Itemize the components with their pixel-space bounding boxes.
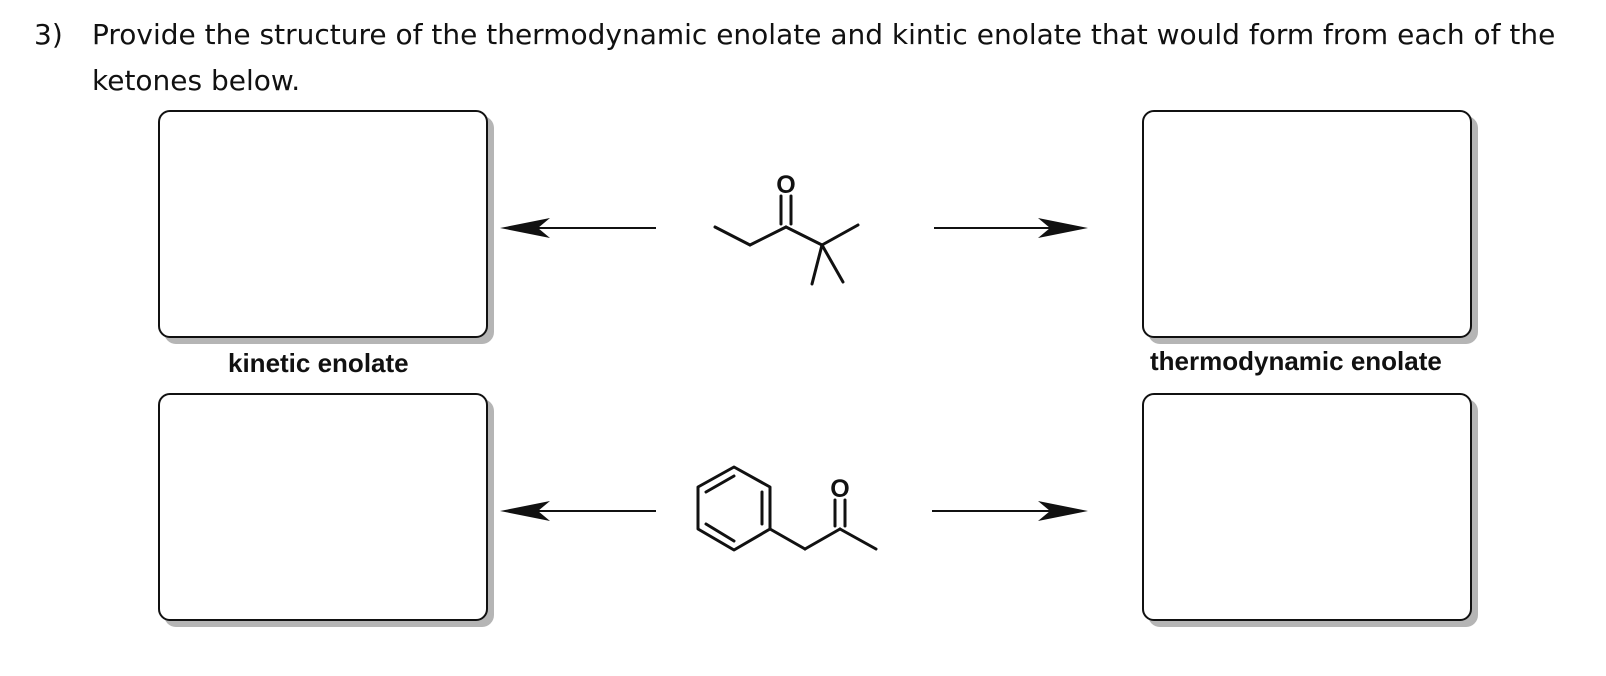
arrow-bottom-right: [932, 501, 1088, 521]
ketone-top-oxygen-label: O: [776, 171, 795, 199]
ketone-bottom-oxygen-label: O: [830, 475, 849, 503]
answer-box-bottom-thermodynamic[interactable]: [1142, 393, 1472, 621]
ketone-top-structure: [713, 194, 860, 286]
kinetic-enolate-label: kinetic enolate: [228, 348, 409, 378]
arrow-top-right: [934, 218, 1088, 238]
ketone-bottom-structure: [696, 465, 878, 552]
question-text: Provide the structure of the thermodynam…: [92, 18, 1556, 97]
answer-box-top-kinetic[interactable]: [158, 110, 488, 338]
question-number: 3): [34, 18, 63, 51]
arrow-bottom-left: [500, 501, 656, 521]
answer-box-top-thermodynamic[interactable]: [1142, 110, 1472, 338]
answer-box-bottom-kinetic[interactable]: [158, 393, 488, 621]
arrow-top-left: [500, 218, 656, 238]
thermodynamic-enolate-label: thermodynamic enolate: [1150, 346, 1442, 376]
